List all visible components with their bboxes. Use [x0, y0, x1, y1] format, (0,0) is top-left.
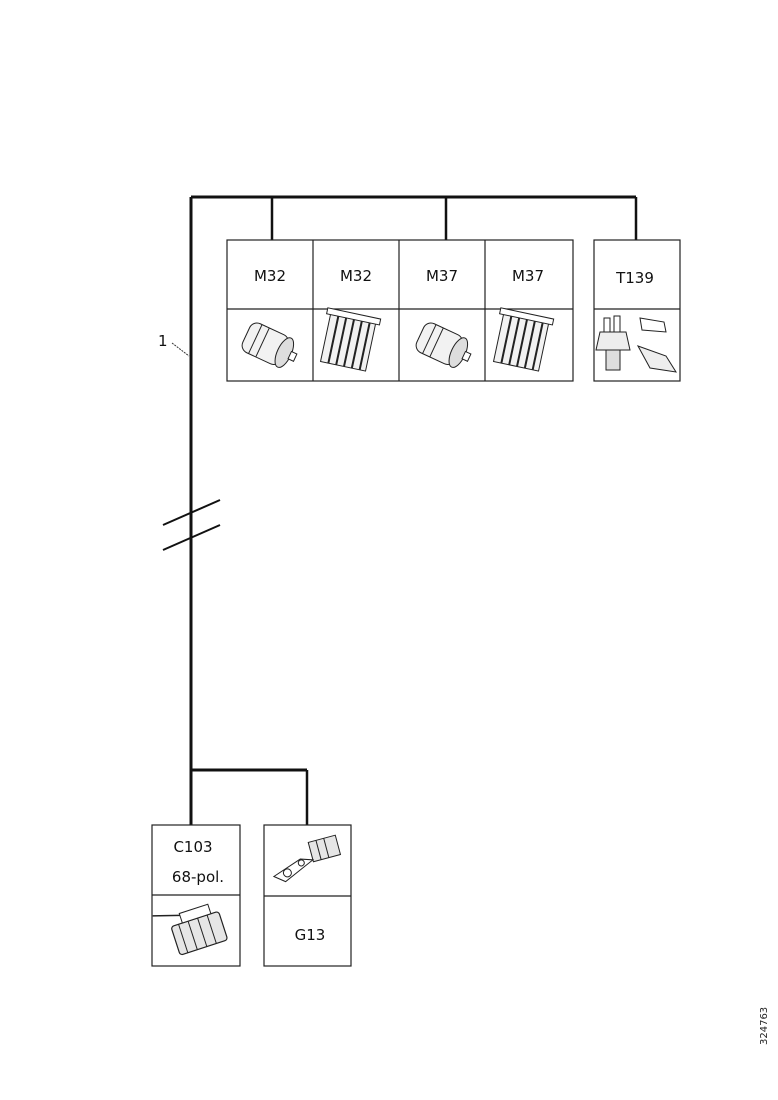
line-break-marker [162, 499, 221, 551]
component-label-m37-a: M37 [426, 267, 458, 285]
multi-pin-connector-icon [152, 903, 228, 956]
radiator-icon [319, 307, 382, 372]
connector-label: C103 [173, 838, 212, 856]
callout-1: 1 [158, 332, 190, 357]
sensor-component: T139 [593, 239, 681, 382]
top-component-group: M32 M32 M37 M37 [226, 239, 574, 382]
harness-lines [189, 195, 638, 825]
connector-pin-count: 68-pol. [172, 868, 224, 886]
ground-point-icon [272, 834, 342, 883]
pump-motor-icon [241, 322, 298, 368]
ground-label: G13 [295, 926, 326, 944]
radiator-icon [492, 307, 555, 372]
component-label-m37-b: M37 [512, 267, 544, 285]
callout-number: 1 [158, 332, 168, 350]
connector-component: C103 68-pol. [151, 824, 241, 967]
figure-code: 324763 [759, 1007, 770, 1045]
temperature-sensor-icon [595, 315, 678, 373]
ground-component: G13 [263, 824, 352, 967]
sensor-label: T139 [615, 269, 654, 287]
component-label-m32-a: M32 [254, 267, 286, 285]
pump-motor-icon [415, 322, 472, 368]
component-label-m32-b: M32 [340, 267, 372, 285]
